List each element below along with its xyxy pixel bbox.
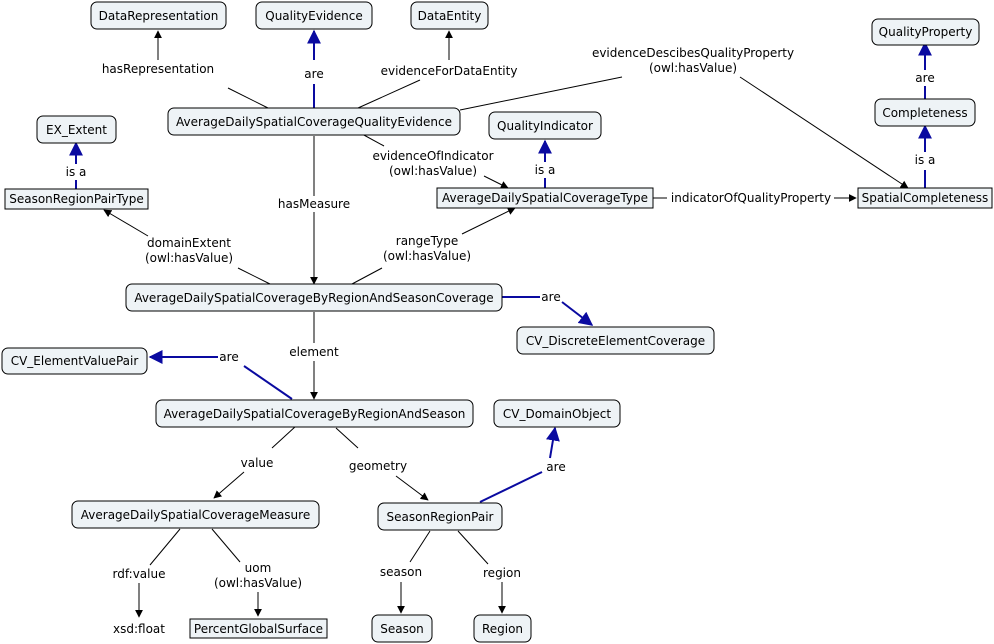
node-cv-element-value-pair[interactable]: CV_ElementValuePair [1, 347, 148, 375]
edge-range-type-b [461, 207, 516, 235]
label-uom-line2: (owl:hasValue) [214, 576, 302, 590]
edges [69, 29, 932, 618]
edge-evidence-describes-b [739, 76, 909, 189]
edge-evidence-of-indicator-b [483, 175, 509, 189]
label-range-type-line2: (owl:hasValue) [383, 249, 471, 263]
label-evidence-describes-line2: (owl:hasValue) [649, 61, 737, 75]
node-label: SeasonRegionPair [387, 510, 494, 524]
edge-are-domain-object-b [546, 426, 560, 459]
label-has-measure: hasMeasure [278, 197, 350, 211]
label-season: season [380, 565, 422, 579]
node-label: QualityEvidence [265, 9, 362, 23]
node-spatial-completeness[interactable]: SpatialCompleteness [857, 187, 993, 209]
node-quality-property[interactable]: QualityProperty [871, 18, 980, 46]
label-evidence-of-indicator-line2: (owl:hasValue) [389, 164, 477, 178]
edge-uom-a [211, 528, 241, 563]
edge-geometry-a [335, 427, 359, 449]
node-season-region-pair[interactable]: SeasonRegionPair [377, 502, 503, 531]
edge-rdf-value-a [149, 528, 181, 566]
label-evidence-describes-line1: evidenceDescibesQualityProperty [592, 46, 794, 60]
node-label: CV_DiscreteElementCoverage [526, 334, 705, 348]
node-quality-evidence[interactable]: QualityEvidence [255, 1, 373, 30]
label-uom-line1: uom [245, 561, 272, 575]
edge-labels: hasRepresentation are evidenceForDataEnt… [66, 46, 936, 590]
node-region[interactable]: Region [473, 614, 532, 643]
node-label: CV_DomainObject [503, 407, 612, 421]
label-are-quality-property: are [915, 71, 934, 85]
edge-domain-extent-b [103, 209, 149, 237]
node-label: AverageDailySpatialCoverageByRegionAndSe… [134, 291, 493, 305]
node-label: DataEntity [418, 9, 482, 23]
node-label: Completeness [882, 106, 967, 120]
label-value: value [241, 456, 274, 470]
label-are-quality-evidence: are [304, 67, 323, 81]
node-label: AverageDailySpatialCoverageByRegionAndSe… [164, 407, 466, 421]
edge-evidence-for-data-entity-a [357, 79, 421, 109]
label-element: element [289, 345, 339, 359]
label-are-domain-object: are [546, 460, 565, 474]
label-indicator-of-quality-property: indicatorOfQualityProperty [671, 191, 831, 205]
label-evidence-for-data-entity: evidenceForDataEntity [381, 64, 518, 78]
label-geometry: geometry [349, 459, 407, 473]
edge-are-discrete-coverage-b [561, 301, 594, 326]
label-is-a-completeness: is a [915, 153, 936, 167]
node-quality-indicator[interactable]: QualityIndicator [488, 111, 602, 140]
node-completeness[interactable]: Completeness [874, 98, 976, 127]
edge-are-element-value-pair-a [243, 365, 293, 400]
label-rdf-value: rdf:value [113, 567, 166, 581]
edge-range-type-a [351, 267, 383, 285]
node-label: Season [380, 622, 424, 636]
edge-evidence-of-indicator-a [361, 133, 385, 147]
node-cv-discrete-element-coverage[interactable]: CV_DiscreteElementCoverage [516, 326, 715, 355]
node-xsd-float[interactable]: xsd:float [113, 622, 165, 636]
node-percent-global-surface[interactable]: PercentGlobalSurface [189, 618, 328, 639]
node-label: PercentGlobalSurface [194, 622, 323, 636]
node-label: xsd:float [113, 622, 165, 636]
node-label: AverageDailySpatialCoverageQualityEviden… [176, 115, 452, 129]
edge-season-a [409, 530, 431, 563]
edge-geometry-b [395, 475, 429, 501]
node-label: SeasonRegionPairType [9, 192, 144, 206]
edge-value-a [271, 425, 297, 449]
label-are-element-value-pair: are [219, 350, 238, 364]
node-label: DataRepresentation [99, 9, 219, 23]
node-label: QualityProperty [879, 25, 973, 39]
node-data-representation[interactable]: DataRepresentation [90, 1, 227, 30]
edge-region-a [457, 530, 489, 565]
edge-are-domain-object-a [479, 471, 543, 503]
label-is-a-ex-extent: is a [66, 165, 87, 179]
node-season[interactable]: Season [371, 614, 433, 643]
node-avg-type[interactable]: AverageDailySpatialCoverageType [436, 187, 654, 209]
node-cv-domain-object[interactable]: CV_DomainObject [493, 399, 621, 428]
edge-has-representation-a [227, 87, 269, 109]
label-region: region [483, 566, 521, 580]
edge-value-b [213, 471, 245, 499]
label-are-discrete-coverage: are [541, 290, 560, 304]
node-label: AverageDailySpatialCoverageType [442, 191, 648, 205]
node-label: Region [482, 622, 523, 636]
node-avg-by-region-season[interactable]: AverageDailySpatialCoverageByRegionAndSe… [155, 399, 474, 428]
label-domain-extent-line1: domainExtent [147, 236, 231, 250]
node-avg-by-region-season-coverage[interactable]: AverageDailySpatialCoverageByRegionAndSe… [125, 283, 503, 312]
label-domain-extent-line2: (owl:hasValue) [145, 251, 233, 265]
node-data-entity[interactable]: DataEntity [410, 1, 489, 30]
node-label: EX_Extent [46, 123, 107, 137]
label-is-a-quality-indicator: is a [535, 163, 556, 177]
node-label: SpatialCompleteness [862, 191, 989, 205]
edge-domain-extent-a [237, 267, 271, 285]
node-season-region-pair-type[interactable]: SeasonRegionPairType [4, 188, 149, 210]
node-label: CV_ElementValuePair [11, 354, 139, 368]
edge-evidence-describes-a [459, 76, 623, 111]
node-label: AverageDailySpatialCoverageMeasure [81, 508, 310, 522]
node-ex-extent[interactable]: EX_Extent [36, 115, 117, 144]
label-evidence-of-indicator-line1: evidenceOfIndicator [372, 149, 493, 163]
label-has-representation: hasRepresentation [102, 62, 214, 76]
node-label: QualityIndicator [497, 119, 593, 133]
node-avg-measure[interactable]: AverageDailySpatialCoverageMeasure [71, 500, 320, 529]
node-avg-quality-evidence[interactable]: AverageDailySpatialCoverageQualityEviden… [167, 107, 461, 136]
label-range-type-line1: rangeType [396, 234, 458, 248]
